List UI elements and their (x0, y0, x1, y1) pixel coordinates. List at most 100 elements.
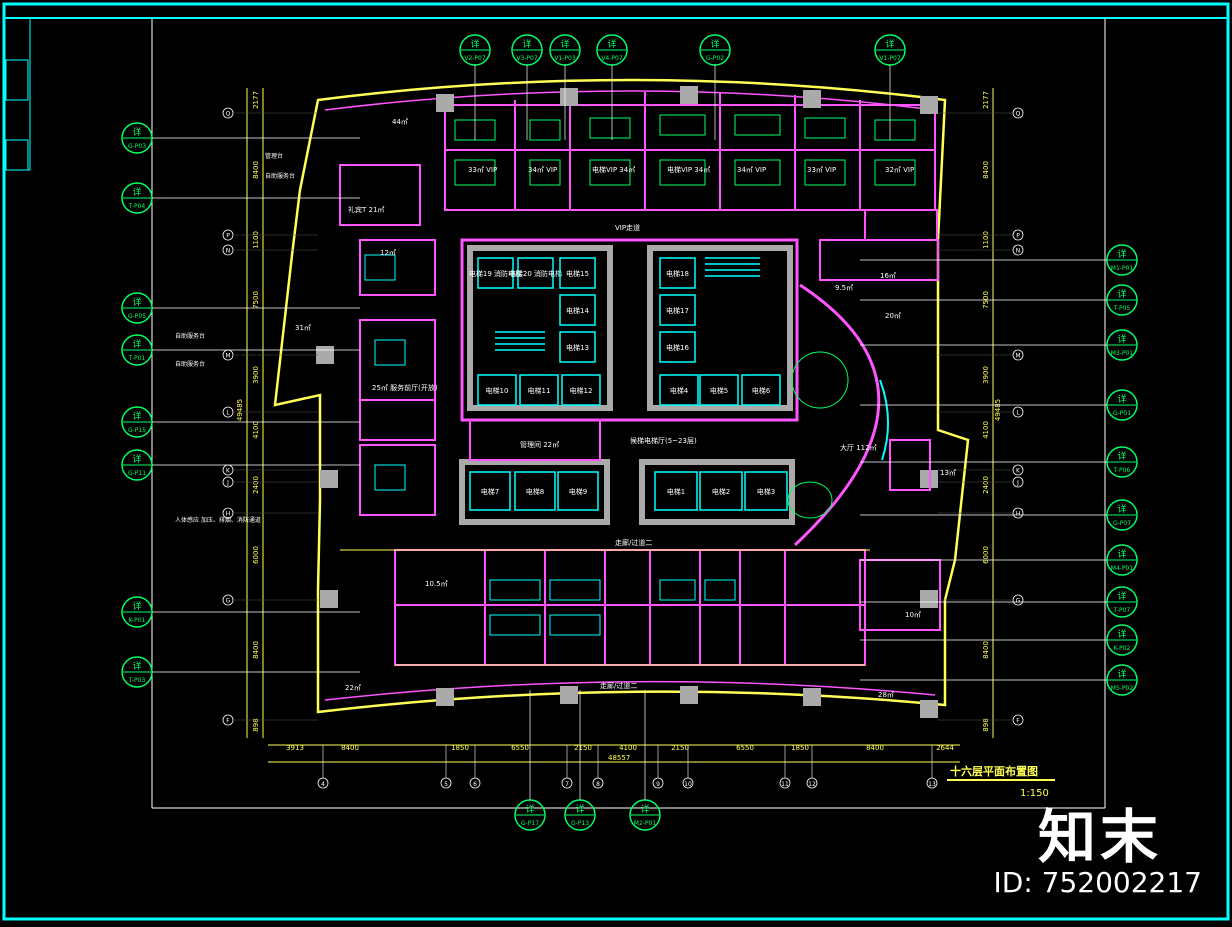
elevator-cell: 电梯20 消防电梯 (509, 257, 562, 289)
callout-left-6: 详K-P01 (121, 596, 153, 628)
callout-mark: 详 (470, 38, 479, 50)
callout-mark: 详 (575, 803, 584, 815)
callout-right-5: 详G-P07 (1106, 499, 1138, 531)
callout-mark: 详 (640, 803, 649, 815)
elevator-label: 电梯6 (752, 386, 771, 395)
callout-mark: 详 (132, 338, 141, 350)
callout-right-2: 详M3-P01 (1106, 329, 1138, 361)
grid-axis-bottom: 10 (684, 781, 692, 788)
dimension-left: 6000 (252, 546, 260, 564)
grid-axis-bottom: 11 (781, 781, 789, 788)
dimension-bottom: 1850 (451, 744, 469, 752)
grid-axis-bottom: 12 (808, 781, 816, 788)
callout-left-3: 详 T-P01 (121, 334, 153, 366)
callout-top-5: 详V1-P07 (874, 34, 906, 66)
room-44-label: 44㎡ (392, 118, 408, 126)
callout-ref: V1-P03 (554, 55, 576, 62)
callout-ref: M4-P01 (1111, 565, 1134, 572)
elevator-label: 电梯16 (666, 343, 689, 352)
dimension-left: 8400 (252, 161, 260, 179)
watermark-logo: 知末 (1037, 803, 1162, 871)
elevator-label: 电梯15 (566, 269, 589, 278)
grid-left-axis: M (225, 353, 230, 360)
callout-left-1: 详T-P04 (121, 182, 153, 214)
grid-right-axis: P (1016, 233, 1020, 240)
dimension-bottom: 2150 (671, 744, 689, 752)
elevator-label: 电梯5 (710, 386, 728, 395)
callout-ref: M1-P01 (1111, 265, 1134, 272)
callout-ref: G-P07 (1113, 520, 1131, 527)
dimension-right-total: 49485 (994, 399, 1002, 421)
corridor-label: 走廊/过道二 (615, 538, 652, 547)
callout-ref: V3-P07 (516, 55, 538, 62)
room-20-label: 20㎡ (885, 312, 901, 320)
grid-left-axis: J (226, 480, 229, 487)
callout-ref: G-P01 (1113, 410, 1131, 417)
elevator-cell: 电梯13 (559, 331, 596, 363)
hall-label: 大厅 112㎡ (840, 443, 877, 452)
callout-ref: T-P01 (128, 355, 146, 362)
room-31-label: 31㎡ (295, 324, 311, 332)
vip-room-label: 34㎡ VIP (528, 166, 557, 174)
dimension-right: 3900 (982, 366, 990, 384)
drawing-scale: 1:150 (1020, 788, 1049, 799)
dimension-right: 4100 (982, 421, 990, 439)
elevator-cell: 电梯3 (744, 471, 788, 511)
grid-axis-bottom: 9 (656, 781, 660, 788)
callout-ref: V2-P07 (464, 55, 486, 62)
elevator-cell: 电梯8 (514, 471, 556, 511)
grid-left-axis: Q (226, 111, 231, 118)
elevator-cell: 电梯1 (654, 471, 698, 511)
vip-corridor-label: VIP走道 (615, 223, 640, 232)
room-28-label: 28㎡ (878, 691, 894, 699)
dimension-bottom: 6550 (511, 744, 529, 752)
elevator-cell: 电梯7 (469, 471, 511, 511)
callout-right-3: 详G-P01 (1106, 389, 1138, 421)
grid-right-axis: L (1016, 410, 1020, 417)
callout-bottom-0: 详G-P17 (514, 799, 546, 831)
elevator-cell: 电梯19 消防电梯 (469, 257, 522, 289)
grid-axis-bottom: 4 (321, 781, 325, 788)
grid-left-axis: H (226, 511, 231, 518)
elevator-cell: 电梯15 (559, 257, 596, 289)
elevator-cell: 电梯5 (699, 374, 739, 406)
callout-right-9: 详 M5-P02 (1106, 664, 1138, 696)
elevator-label: 电梯4 (670, 386, 689, 395)
callout-ref: M5-P02 (1111, 685, 1134, 692)
room-16-label: 16㎡ (880, 272, 896, 280)
callout-mark: 详 (1117, 668, 1126, 680)
dimension-right: 8400 (982, 161, 990, 179)
room-22-label: 22㎡ (345, 684, 361, 692)
elevator-label: 电梯1 (667, 487, 685, 496)
dimension-bottom: 8400 (866, 744, 884, 752)
grid-axis-bottom: 7 (565, 781, 569, 788)
grid-right-axis: N (1016, 248, 1021, 255)
grid-right-axis: F (1016, 718, 1020, 725)
callout-bottom-1: 详G-P13 (564, 799, 596, 831)
vip-room-label: 电梯VIP 34㎡ (592, 165, 635, 174)
elevator-label: 电梯13 (566, 343, 589, 352)
side-note-label: 管理台 (265, 152, 283, 160)
elevator-cell: 电梯11 (519, 374, 559, 406)
callout-ref: T-P05 (1113, 305, 1131, 312)
dimension-bottom: 6550 (736, 744, 754, 752)
dimension-bottom: 4100 (619, 744, 637, 752)
dimension-bottom: 3913 (286, 744, 304, 752)
vip-room-label: 34㎡ VIP (737, 166, 766, 174)
room-9-label: 9.5㎡ (835, 284, 853, 292)
callout-ref: T-P03 (128, 677, 146, 684)
callout-ref: G-P02 (706, 55, 724, 62)
grid-right-axis: J (1016, 480, 1019, 487)
elevator-cell: 电梯16 (659, 331, 696, 363)
dimension-left: 2400 (252, 476, 260, 494)
vip-room-label: 33㎡ VIP (468, 166, 497, 174)
elevator-label: 电梯20 消防电梯 (509, 269, 562, 278)
elevator-label: 电梯17 (666, 306, 689, 315)
callout-mark: 详 (1117, 248, 1126, 260)
callout-top-2: 详V1-P03 (549, 34, 581, 66)
elevator-label: 电梯2 (712, 487, 730, 496)
dimension-right: 898 (982, 718, 990, 731)
dimension-left: 4100 (252, 421, 260, 439)
